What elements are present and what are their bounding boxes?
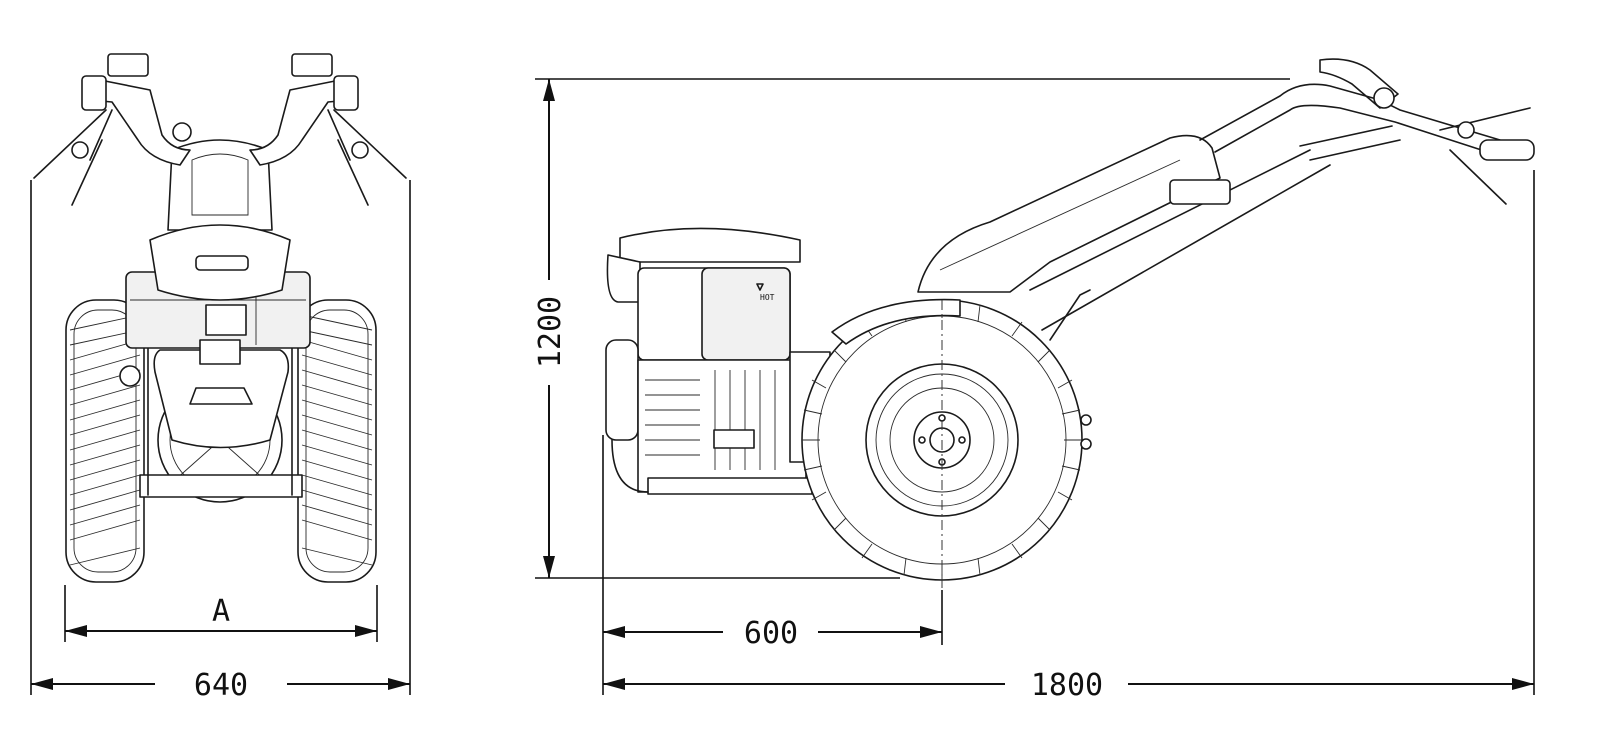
- height-label: 1200: [533, 296, 568, 368]
- front-right-tyre: [297, 299, 377, 583]
- wheel-axle-offset-label: 600: [744, 616, 798, 651]
- engine-block: HOT: [605, 227, 831, 495]
- handle-assembly: [917, 58, 1535, 341]
- track-width-label: A: [212, 594, 230, 629]
- dimension-lines: [30, 78, 1535, 695]
- engine-hot-label: HOT: [760, 293, 775, 302]
- overall-length-label: 1800: [1031, 668, 1103, 703]
- front-view: [33, 53, 407, 583]
- side-view: HOT: [605, 58, 1535, 588]
- side-wheel: [801, 298, 1092, 588]
- overall-width-label: 640: [194, 668, 248, 703]
